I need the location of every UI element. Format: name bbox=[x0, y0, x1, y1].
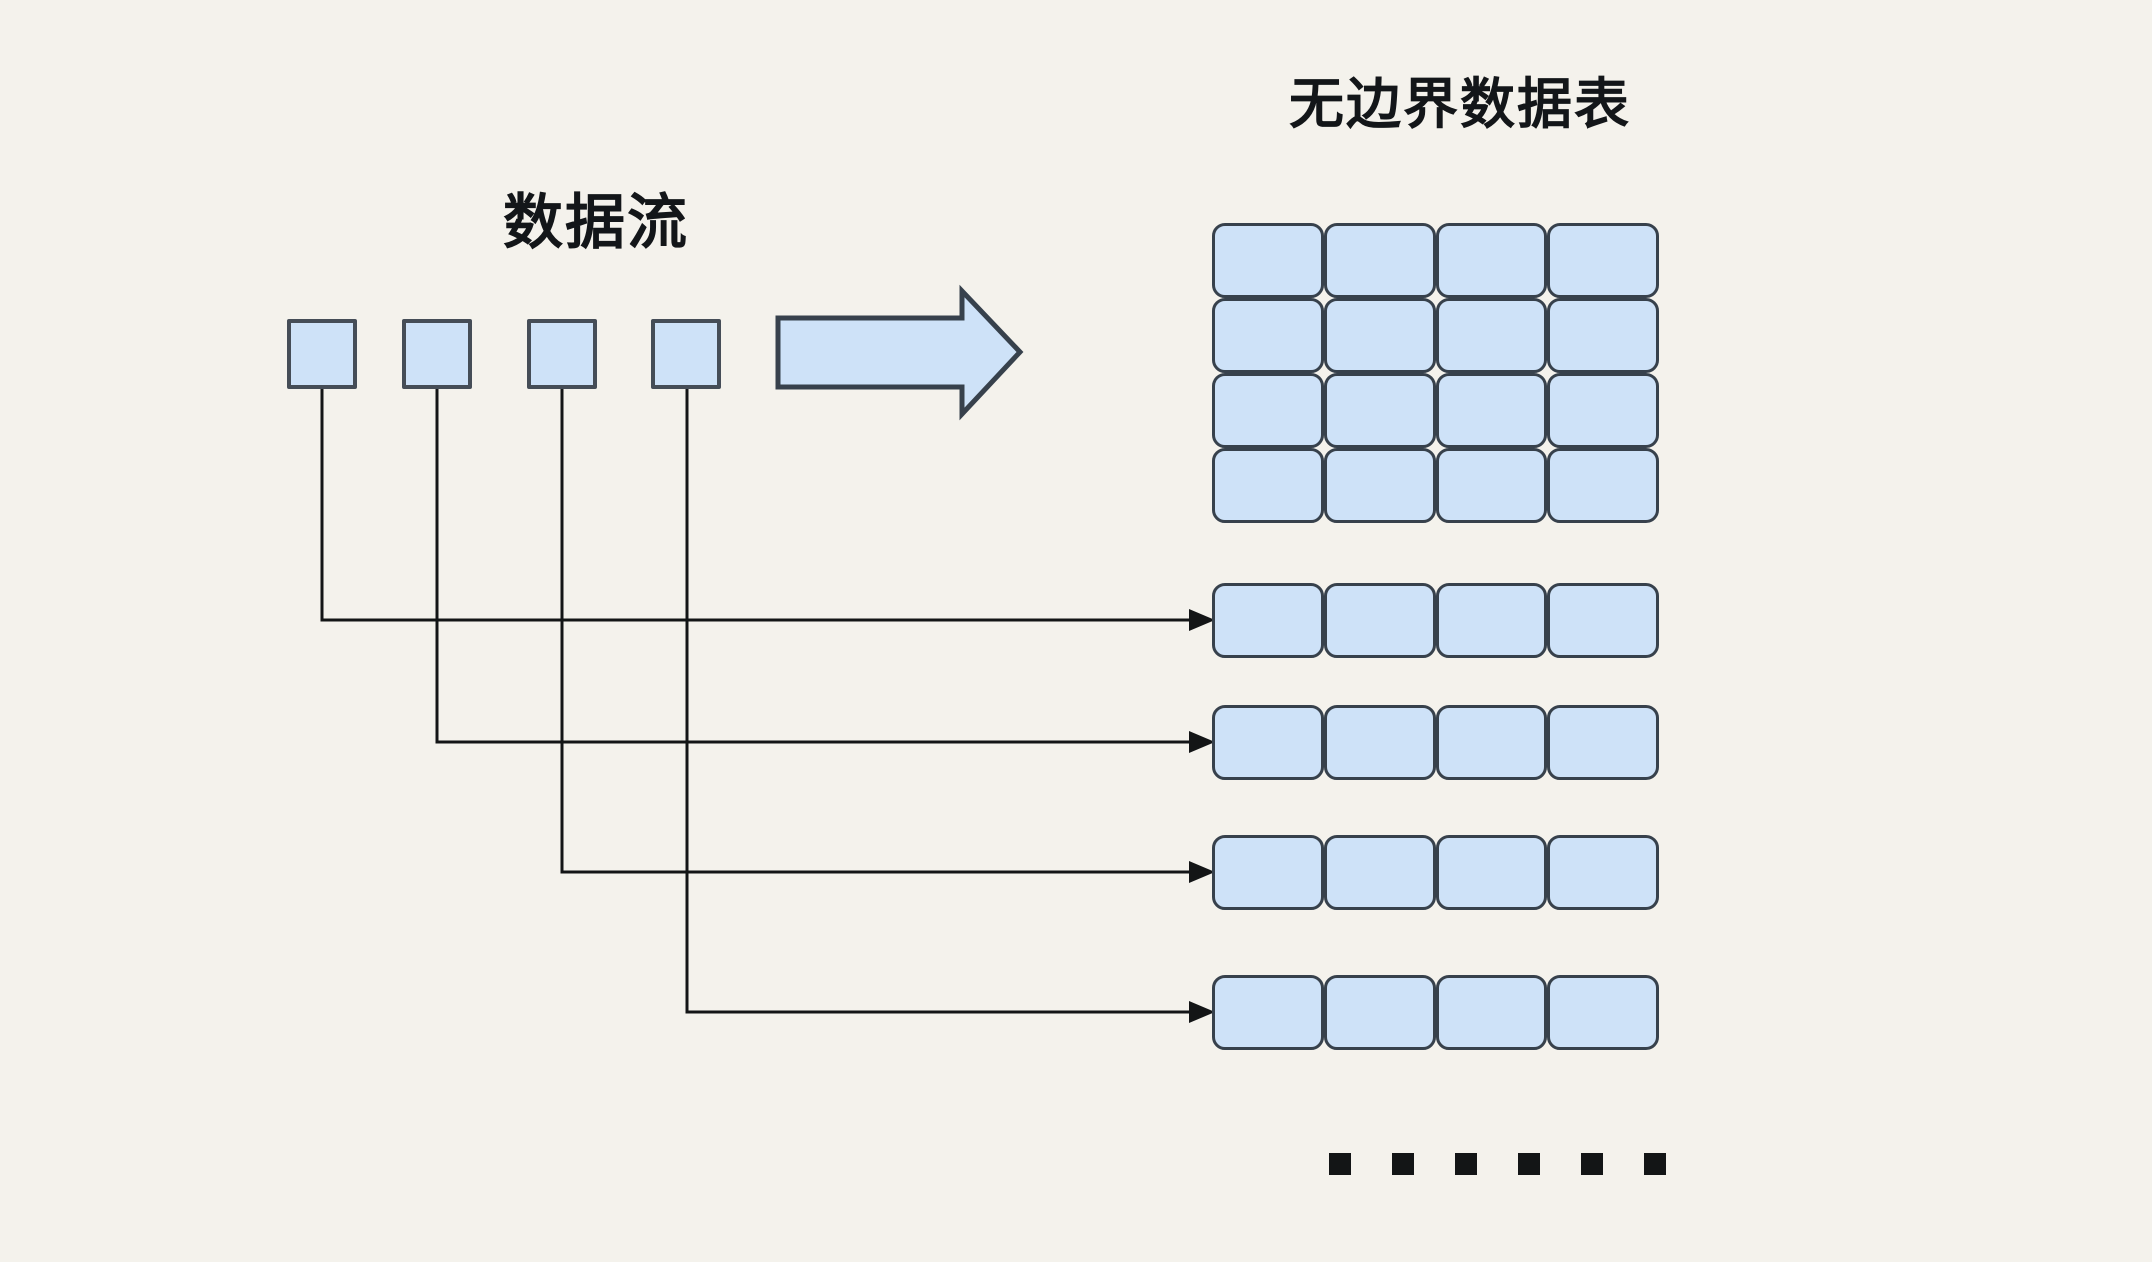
table-cell bbox=[1547, 583, 1659, 658]
table-cell bbox=[1323, 835, 1436, 910]
table-cell bbox=[1547, 373, 1659, 448]
table-cell bbox=[1435, 835, 1548, 910]
connector-1 bbox=[320, 389, 1215, 631]
table-cell bbox=[1547, 975, 1659, 1050]
table-cell bbox=[1212, 448, 1324, 523]
table-cell bbox=[1435, 223, 1548, 298]
table-cell bbox=[1435, 705, 1548, 780]
table-cell bbox=[1323, 448, 1436, 523]
connector-2 bbox=[435, 389, 1215, 753]
table-cell bbox=[1547, 298, 1659, 373]
arrowhead-icon bbox=[1189, 731, 1215, 753]
table-cell bbox=[1212, 583, 1324, 658]
ellipsis-dot bbox=[1455, 1153, 1477, 1175]
table-cell bbox=[1323, 298, 1436, 373]
table-row-2 bbox=[1212, 705, 1659, 780]
table-cell bbox=[1212, 705, 1324, 780]
table-cell bbox=[1547, 223, 1659, 298]
stream-element bbox=[527, 319, 597, 389]
ellipsis-dot bbox=[1392, 1153, 1414, 1175]
table-cell bbox=[1212, 835, 1324, 910]
flow-arrow-icon bbox=[775, 284, 1024, 421]
table-cell bbox=[1212, 298, 1324, 373]
table-cell bbox=[1212, 223, 1324, 298]
table-row-1 bbox=[1212, 583, 1659, 658]
table-cell bbox=[1323, 373, 1436, 448]
table-cell bbox=[1435, 373, 1548, 448]
table-cell bbox=[1212, 373, 1324, 448]
stream-element bbox=[287, 319, 357, 389]
table-row-3 bbox=[1212, 835, 1659, 910]
ellipsis-dots bbox=[1329, 1153, 1666, 1175]
stream-elements bbox=[287, 319, 721, 389]
table-cell bbox=[1435, 298, 1548, 373]
ellipsis-dot bbox=[1518, 1153, 1540, 1175]
table-cell bbox=[1435, 448, 1548, 523]
table-cell bbox=[1323, 583, 1436, 658]
table-cell bbox=[1547, 448, 1659, 523]
table-cell bbox=[1435, 583, 1548, 658]
stream-element bbox=[402, 319, 472, 389]
table-cell bbox=[1323, 223, 1436, 298]
arrowhead-icon bbox=[1189, 1001, 1215, 1023]
ellipsis-dot bbox=[1329, 1153, 1351, 1175]
table-cell bbox=[1323, 975, 1436, 1050]
ellipsis-dot bbox=[1581, 1153, 1603, 1175]
ellipsis-dot bbox=[1644, 1153, 1666, 1175]
table-cell bbox=[1547, 705, 1659, 780]
unbounded-table-grid bbox=[1212, 223, 1659, 523]
table-cell bbox=[1323, 705, 1436, 780]
arrowhead-icon bbox=[1189, 609, 1215, 631]
table-row-4 bbox=[1212, 975, 1659, 1050]
table-cell bbox=[1435, 975, 1548, 1050]
connector-4 bbox=[685, 389, 1215, 1023]
table-cell bbox=[1212, 975, 1324, 1050]
stream-title: 数据流 bbox=[503, 189, 689, 256]
connector-3 bbox=[560, 389, 1215, 883]
arrowhead-icon bbox=[1189, 861, 1215, 883]
table-cell bbox=[1547, 835, 1659, 910]
stream-element bbox=[651, 319, 721, 389]
table-title: 无边界数据表 bbox=[1288, 73, 1631, 135]
